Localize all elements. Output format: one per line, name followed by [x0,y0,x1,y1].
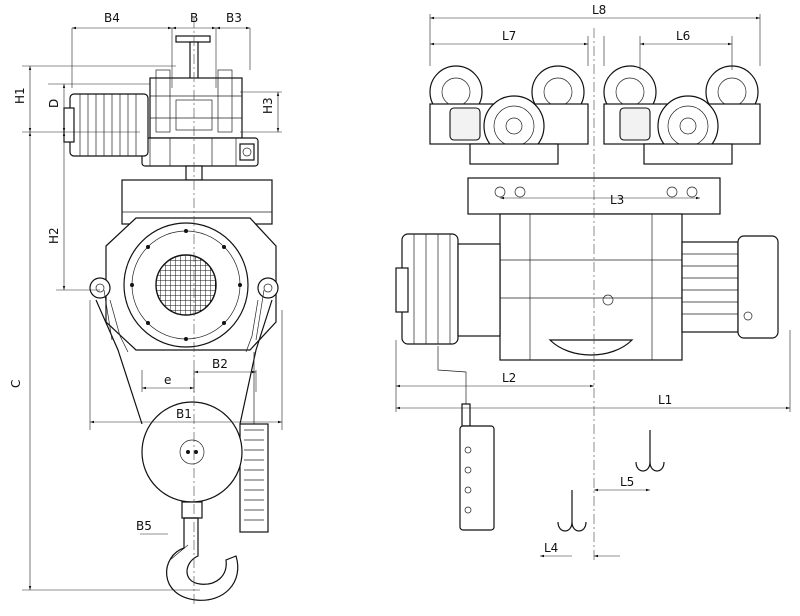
labels-side: B4 B B3 H1 D H3 H2 C e B2 B1 B5 [9,11,275,533]
dim-label-e: e [164,373,171,387]
hook-side [166,517,239,601]
dim-label-L8: L8 [592,3,606,17]
dim-label-B: B [190,11,198,25]
trolley-right [603,65,761,165]
dim-label-L2: L2 [502,371,516,385]
dim-label-B2: B2 [212,357,228,371]
ropes-side [95,289,273,425]
dim-label-H1: H1 [13,87,27,104]
hoist-motor-front [681,235,779,339]
dim-label-L4: L4 [544,541,558,555]
dim-label-L7: L7 [502,29,516,43]
hook-l4 [557,490,587,532]
drum-housing-side [89,217,279,351]
dim-label-L1: L1 [658,393,672,407]
dim-label-B1: B1 [176,407,192,421]
dim-label-H3: H3 [261,97,275,114]
dims-side [22,26,283,591]
labels-front: L8 L7 L6 L3 L2 L1 L5 L4 [502,3,690,555]
dim-label-L3: L3 [610,193,624,207]
gearbox-front [395,233,501,345]
dims-front [395,14,791,558]
dim-label-B4: B4 [104,11,120,25]
dim-label-L6: L6 [676,29,690,43]
hook-l5 [635,430,665,472]
trolley-left [429,65,589,165]
hoist-frame-side [121,165,273,225]
dim-label-D: D [47,99,61,108]
pendant-control [437,346,495,531]
dim-label-B3: B3 [226,11,242,25]
limit-chain-side [239,352,269,533]
side-view: B4 B B3 H1 D H3 H2 C e B2 B1 B5 [9,11,283,605]
hook-block-side [141,401,243,519]
trolley-motor-side [63,93,149,157]
dim-label-H2: H2 [47,227,61,244]
hoist-body-front [499,213,683,361]
dim-label-B5: B5 [136,519,152,533]
dim-label-L5: L5 [620,475,634,489]
trolley-side [141,69,259,167]
front-view: L8 L7 L6 L3 L2 L1 L5 L4 [395,3,791,560]
dim-label-C: C [9,380,23,388]
